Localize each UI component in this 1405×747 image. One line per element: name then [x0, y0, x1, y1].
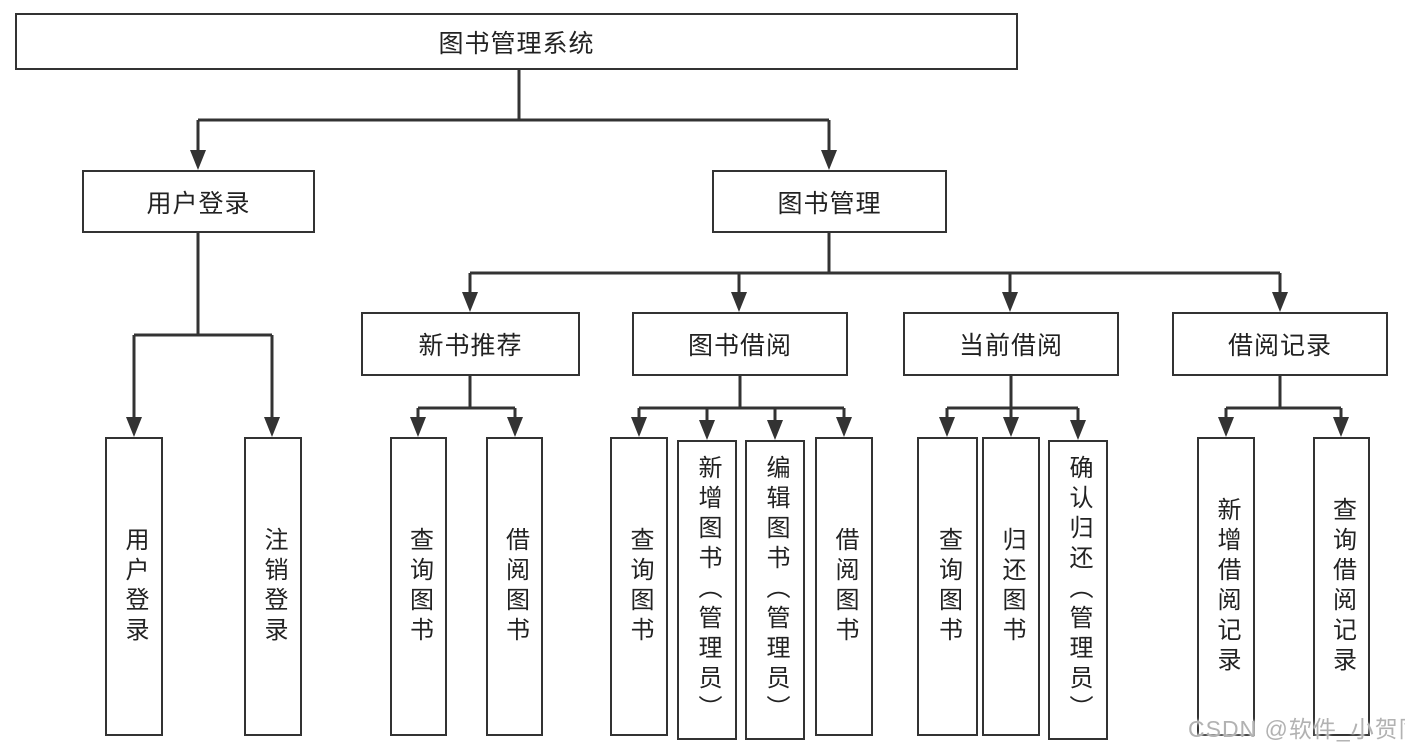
- node-user-login-branch: 用户登录: [82, 170, 315, 233]
- leaf-br-query-record: 查询借阅记录: [1313, 437, 1370, 736]
- leaf-bb-add-book-admin: 新增图书（管理员）: [677, 440, 737, 740]
- leaf-logout: 注销登录: [244, 437, 302, 736]
- leaf-cb-confirm-return-admin: 确认归还（管理员）: [1048, 440, 1108, 740]
- leaf-nbr-query-book: 查询图书: [390, 437, 447, 736]
- leaf-bb-borrow-book: 借阅图书: [815, 437, 873, 736]
- leaf-br-add-record: 新增借阅记录: [1197, 437, 1255, 736]
- arrowheads: [126, 150, 1349, 440]
- node-new-book-recommendation: 新书推荐: [361, 312, 580, 376]
- node-library-management-system: 图书管理系统: [15, 13, 1018, 70]
- leaf-user-login: 用户登录: [105, 437, 163, 736]
- leaf-cb-return-book: 归还图书: [982, 437, 1040, 736]
- leaf-bb-edit-book-admin: 编辑图书（管理员）: [745, 440, 805, 740]
- leaf-cb-query-book: 查询图书: [917, 437, 978, 736]
- node-current-borrowing: 当前借阅: [903, 312, 1119, 376]
- csdn-watermark: CSDN @软件_小贺同学: [1188, 716, 1405, 742]
- node-borrowing-records: 借阅记录: [1172, 312, 1388, 376]
- leaf-nbr-borrow-book: 借阅图书: [486, 437, 543, 736]
- leaf-bb-query-book: 查询图书: [610, 437, 668, 736]
- node-book-management: 图书管理: [712, 170, 947, 233]
- node-book-borrowing: 图书借阅: [632, 312, 848, 376]
